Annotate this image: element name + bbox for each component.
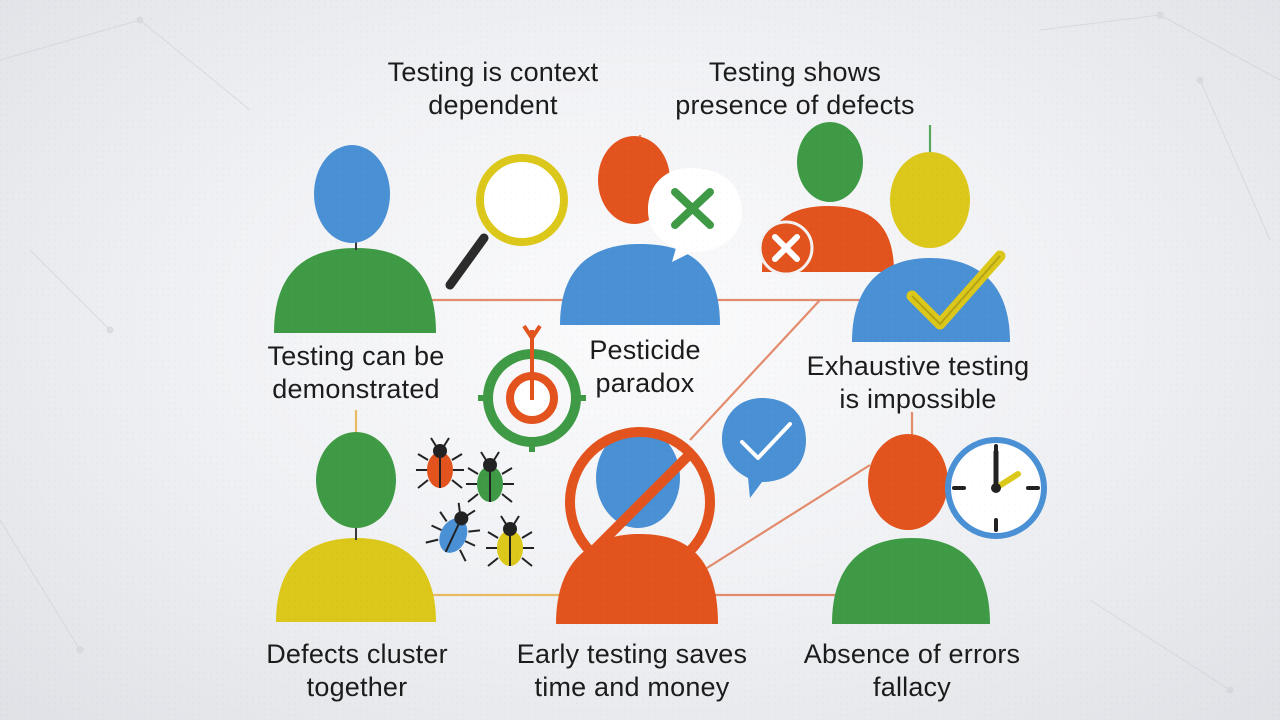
label-absence: Absence of errors fallacy [803,639,1021,702]
label-exhaustive: Exhaustive testing is impossible [806,351,1030,414]
label-early: Early testing saves time and money [516,639,748,702]
label-pesticide: Pesticide paradox [589,335,701,398]
label-cluster: Defects cluster together [266,639,448,702]
label-context: Testing is context dependent [387,57,599,120]
label-demonstrated: Testing can be demonstrated [267,341,445,404]
label-presence: Testing shows presence of defects [675,57,915,120]
